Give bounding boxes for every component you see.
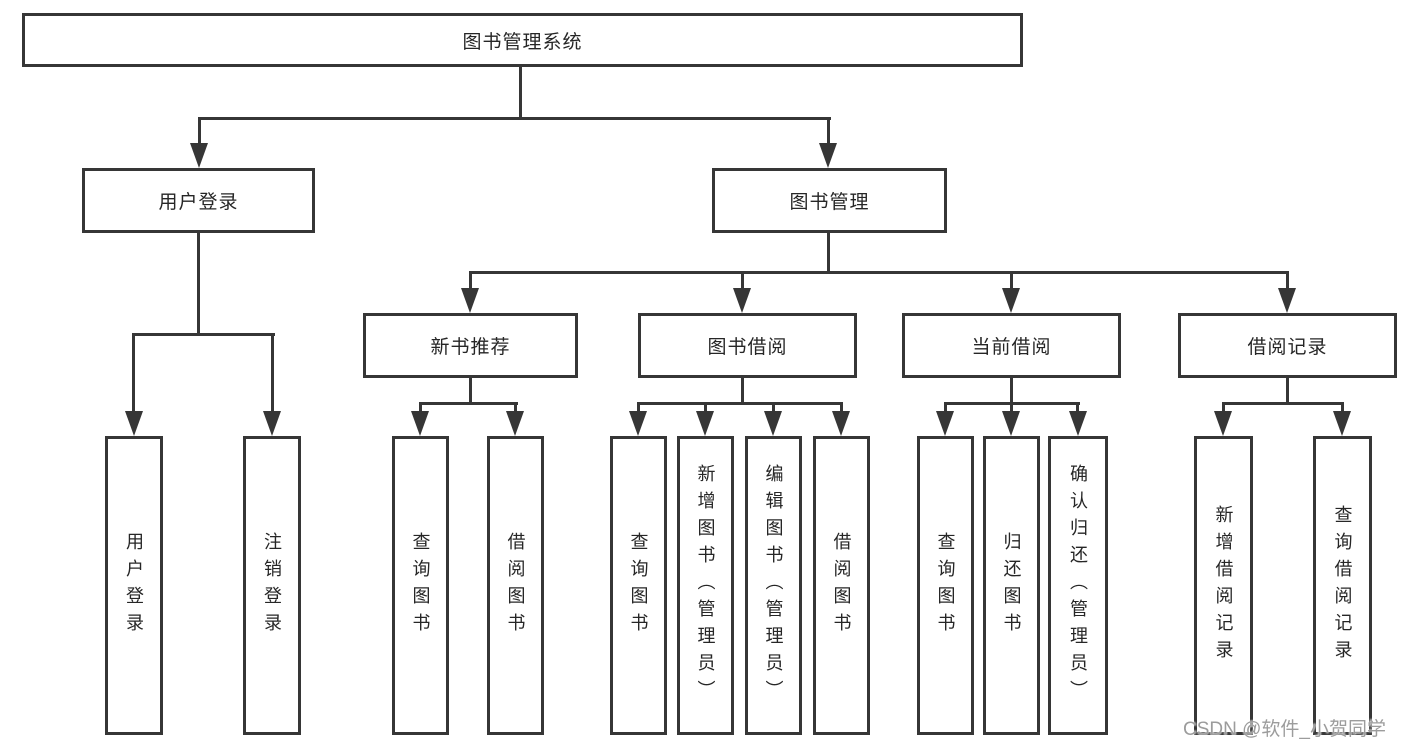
arrowhead-icon (629, 411, 647, 436)
arrowhead-icon (1214, 411, 1232, 436)
node-user-login: 用户登录 (82, 168, 315, 233)
connector (772, 402, 775, 415)
leaf-records-query-record: 查询借阅记录 (1313, 436, 1372, 735)
node-current-borrow-label: 当前借阅 (971, 337, 1052, 358)
node-book-management-label: 图书管理 (789, 192, 870, 213)
node-new-book-recommend-label: 新书推荐 (430, 337, 511, 358)
leaf-newbooks-query-books-label: 查询图书 (410, 531, 431, 640)
connector (419, 402, 518, 405)
connector (198, 117, 201, 146)
leaf-user-login-label: 用户登录 (124, 531, 144, 640)
connector (132, 333, 135, 413)
connector (637, 402, 843, 405)
connector (132, 333, 275, 336)
arrowhead-icon (506, 411, 524, 436)
connector (469, 271, 1289, 274)
leaf-logout: 注销登录 (243, 436, 301, 735)
connector (197, 233, 200, 336)
leaf-borrow-add-books-admin-label: 新增图书（管理员） (695, 464, 716, 707)
connector (1286, 378, 1289, 405)
arrowhead-icon (832, 411, 850, 436)
leaf-current-confirm-return-admin: 确认归还（管理员） (1048, 436, 1108, 735)
connector (519, 65, 522, 119)
leaf-borrow-query-books: 查询图书 (610, 436, 667, 735)
leaf-borrow-edit-books-admin-label: 编辑图书（管理员） (763, 464, 784, 707)
connector (198, 117, 831, 120)
leaf-current-return-books: 归还图书 (983, 436, 1040, 735)
leaf-borrow-add-books-admin: 新增图书（管理员） (677, 436, 734, 735)
leaf-current-return-books-label: 归还图书 (1001, 531, 1022, 640)
arrowhead-icon (461, 288, 479, 313)
node-new-book-recommend: 新书推荐 (363, 313, 578, 378)
connector (1341, 402, 1344, 415)
leaf-borrow-edit-books-admin: 编辑图书（管理员） (745, 436, 802, 735)
arrowhead-icon (1278, 288, 1296, 313)
csdn-watermark: CSDN @软件_小贺同学 (1183, 719, 1386, 740)
leaf-borrow-borrow-books-label: 借阅图书 (831, 531, 852, 640)
leaf-records-add-record: 新增借阅记录 (1194, 436, 1253, 735)
leaf-current-query-books-label: 查询图书 (935, 531, 956, 640)
connector (944, 402, 947, 415)
leaf-logout-label: 注销登录 (262, 531, 282, 640)
connector (271, 333, 274, 413)
leaf-newbooks-query-books: 查询图书 (392, 436, 449, 735)
connector (419, 402, 422, 415)
connector (840, 402, 843, 415)
arrowhead-icon (1069, 411, 1087, 436)
node-book-borrow-label: 图书借阅 (707, 337, 788, 358)
node-book-management: 图书管理 (712, 168, 947, 233)
connector (1222, 402, 1225, 415)
leaf-newbooks-borrow-books-label: 借阅图书 (505, 531, 526, 640)
arrowhead-icon (696, 411, 714, 436)
connector (1010, 271, 1013, 290)
arrowhead-icon (1002, 411, 1020, 436)
node-root: 图书管理系统 (22, 13, 1023, 67)
connector (514, 402, 517, 415)
connector (741, 378, 744, 405)
arrowhead-icon (764, 411, 782, 436)
leaf-records-query-record-label: 查询借阅记录 (1332, 504, 1353, 667)
leaf-records-add-record-label: 新增借阅记录 (1213, 504, 1234, 667)
arrowhead-icon (125, 411, 143, 436)
node-root-label: 图书管理系统 (462, 31, 583, 53)
connector (1010, 402, 1013, 415)
leaf-newbooks-borrow-books: 借阅图书 (487, 436, 544, 735)
arrowhead-icon (936, 411, 954, 436)
arrowhead-icon (819, 143, 837, 168)
connector (741, 271, 744, 290)
connector (1286, 271, 1289, 290)
leaf-current-confirm-return-admin-label: 确认归还（管理员） (1068, 464, 1088, 707)
arrowhead-icon (190, 143, 208, 168)
arrowhead-icon (263, 411, 281, 436)
node-book-borrow: 图书借阅 (638, 313, 857, 378)
leaf-borrow-borrow-books: 借阅图书 (813, 436, 870, 735)
node-borrow-records-label: 借阅记录 (1247, 337, 1328, 358)
node-current-borrow: 当前借阅 (902, 313, 1121, 378)
arrowhead-icon (411, 411, 429, 436)
arrowhead-icon (1002, 288, 1020, 313)
leaf-current-query-books: 查询图书 (917, 436, 974, 735)
connector (1222, 402, 1344, 405)
arrowhead-icon (733, 288, 751, 313)
leaf-user-login: 用户登录 (105, 436, 163, 735)
connector (1010, 378, 1013, 405)
arrowhead-icon (1333, 411, 1351, 436)
connector (469, 271, 472, 290)
connector (637, 402, 640, 415)
leaf-borrow-query-books-label: 查询图书 (628, 531, 649, 640)
connector (469, 378, 472, 405)
connector (827, 117, 830, 146)
connector (827, 233, 830, 273)
node-user-login-label: 用户登录 (158, 192, 239, 213)
node-borrow-records: 借阅记录 (1178, 313, 1397, 378)
connector (1076, 402, 1079, 415)
connector (704, 402, 707, 415)
